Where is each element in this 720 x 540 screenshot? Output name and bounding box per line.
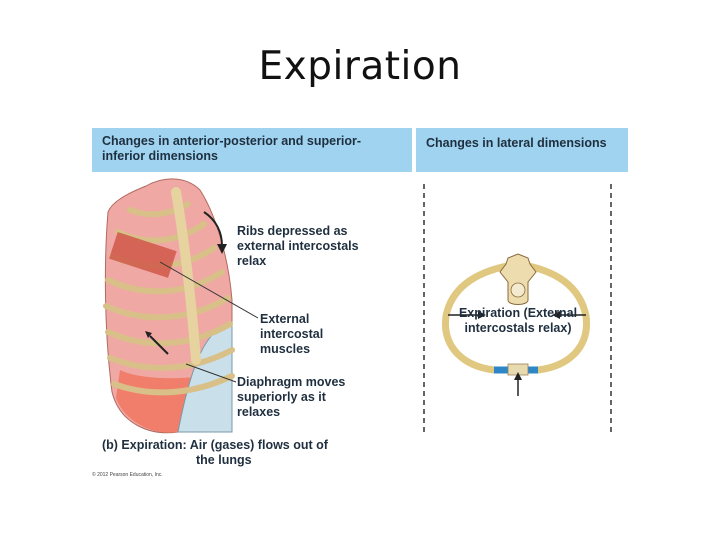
arrow-lateral-up-head xyxy=(514,372,522,380)
label-diaphragm: Diaphragm moves superiorly as it relaxes xyxy=(237,375,346,419)
slide-title: Expiration xyxy=(258,44,462,89)
vertebra xyxy=(499,253,537,305)
label-external-intercostal-muscles: External intercostal muscles xyxy=(260,312,324,356)
leader-diaphragm xyxy=(185,363,237,383)
caption-line-1: (b) Expiration: Air (gases) flows out of xyxy=(102,438,328,452)
panel-header-lateral: Changes in lateral dimensions xyxy=(416,128,628,172)
arrow-lateral-left-head xyxy=(478,311,486,319)
arrow-rib-rotation-head xyxy=(217,244,227,254)
vertebral-body xyxy=(510,282,526,298)
panel-header-ap-si: Changes in anterior-posterior and superi… xyxy=(92,128,412,172)
arrow-sternum-head xyxy=(145,331,152,338)
copyright-notice: © 2012 Pearson Education, Inc. xyxy=(92,472,163,478)
sternum xyxy=(171,187,201,365)
leader-external-intercostal xyxy=(159,261,259,319)
external-intercostal-muscle xyxy=(109,232,177,278)
label-ribs-depressed: Ribs depressed as external intercostals … xyxy=(237,224,359,268)
figure-caption: (b) Expiration: Air (gases) flows out of… xyxy=(102,438,402,468)
lateral-rib-view xyxy=(442,253,590,396)
rib-cage xyxy=(103,178,235,434)
arrow-sternum xyxy=(149,335,169,355)
arrow-rib-rotation xyxy=(203,211,223,247)
arrow-lateral-right-head xyxy=(552,311,560,319)
caption-line-2: the lungs xyxy=(196,453,252,467)
label-expiration: Expiration (External intercostals relax) xyxy=(458,306,578,335)
